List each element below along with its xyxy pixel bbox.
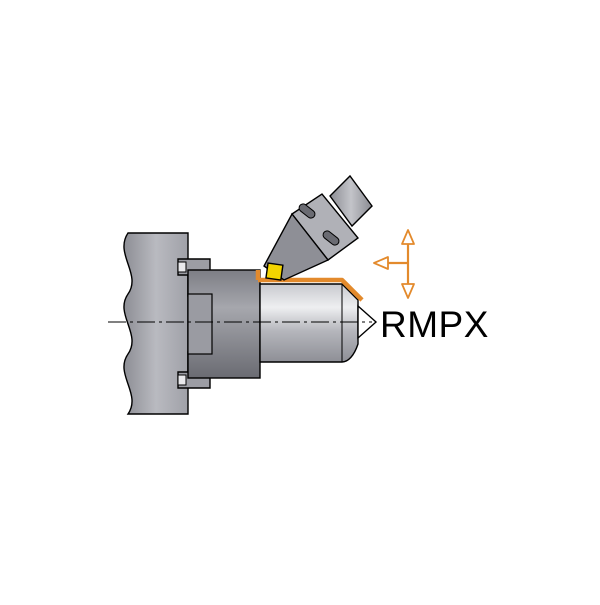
workpiece-icon: [187, 269, 378, 379]
holder-screw-slot-2: [322, 230, 340, 246]
insert-code-label: RMPX: [380, 304, 489, 345]
workpiece-clamp-step: [187, 293, 213, 355]
tool-holder-icon: [263, 174, 373, 281]
insert-icon: [265, 262, 284, 281]
holder-screw-slot-1: [298, 203, 316, 219]
holder-shank: [329, 174, 373, 228]
workpiece-cylinder: [259, 283, 359, 363]
chuck-body: [123, 232, 189, 415]
toolpath-profile: [258, 277, 364, 302]
holder-head: [263, 212, 330, 281]
feed-direction-arrows-icon: [373, 229, 415, 299]
workpiece-center-tip: [357, 304, 378, 340]
jaw-slot-lower: [177, 374, 187, 386]
jaw-slot-upper: [177, 261, 187, 273]
